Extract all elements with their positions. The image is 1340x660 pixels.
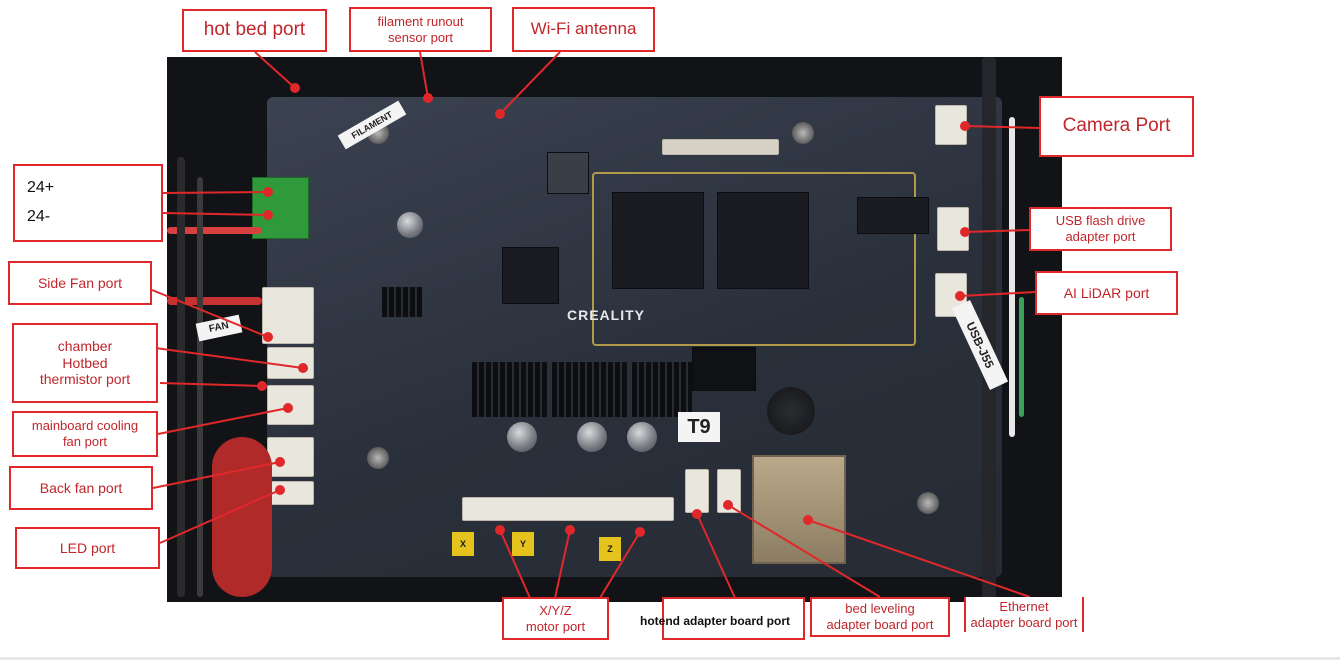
wifi-module <box>547 152 589 194</box>
white-wire <box>1009 117 1015 437</box>
callout-mainboard-fan: mainboard cooling fan port <box>12 411 158 457</box>
callout-hotend-box <box>662 597 805 640</box>
small-heatsink <box>382 287 422 317</box>
callout-xyz-motor: X/Y/Z motor port <box>502 597 609 640</box>
z-axis-tag: Z <box>599 537 621 561</box>
y-axis-tag: Y <box>512 532 534 556</box>
right-cable-bundle <box>982 57 996 602</box>
bed-leveling-connector <box>717 469 741 513</box>
capacitor-2 <box>577 422 607 452</box>
hotend-adapter-label: hotend adapter board port <box>640 614 790 628</box>
callout-hot-bed-port: hot bed port <box>182 9 327 52</box>
red-cable-loop <box>212 437 272 597</box>
callout-side-fan: Side Fan port <box>8 261 152 305</box>
capacitor-3 <box>627 422 657 452</box>
callout-power-terminal: 24+ 24- <box>13 164 163 242</box>
callout-chamber-thermistor: chamber Hotbed thermistor port <box>12 323 158 403</box>
led-connector <box>267 481 314 505</box>
creality-silkscreen: CREALITY <box>567 307 645 323</box>
back-fan-connector <box>267 437 314 477</box>
motor-connectors <box>462 497 674 521</box>
callout-bed-leveling: bed leveling adapter board port <box>810 597 950 637</box>
thermistor-connector <box>267 347 314 379</box>
callout-back-fan: Back fan port <box>9 466 153 510</box>
pcb: CREALITY T9 <box>252 97 1002 577</box>
soc-chip <box>717 192 809 289</box>
ram-chip <box>612 192 704 289</box>
black-cable-bundle <box>177 157 185 597</box>
ethernet-jack <box>752 455 846 564</box>
callout-ethernet: Ethernet adapter board port <box>964 597 1084 632</box>
callout-ai-lidar: AI LiDAR port <box>1035 271 1178 315</box>
pin-header <box>692 347 756 391</box>
driver-heatsink-x <box>472 362 547 417</box>
green-wire <box>1019 297 1024 417</box>
driver-heatsink-z <box>632 362 692 417</box>
capacitor-4 <box>397 212 423 238</box>
callout-filament-runout: filament runout sensor port <box>349 7 492 52</box>
x-axis-tag: X <box>452 532 474 556</box>
callout-led-port: LED port <box>15 527 160 569</box>
buzzer <box>767 387 815 435</box>
callout-usb-flash: USB flash drive adapter port <box>1029 207 1172 251</box>
usb-flash-connector <box>937 207 969 251</box>
driver-heatsink-y <box>552 362 627 417</box>
mcu-chip <box>502 247 559 304</box>
callout-wifi-antenna: Wi-Fi antenna <box>512 7 655 52</box>
flash-chip <box>857 197 929 234</box>
capacitor-1 <box>507 422 537 452</box>
mount-screw-tr <box>792 122 814 144</box>
hotend-connector <box>685 469 709 513</box>
soc-frame <box>592 172 916 346</box>
mainboard-fan-connector <box>267 385 314 425</box>
camera-connector <box>935 105 967 145</box>
callout-camera-port: Camera Port <box>1039 96 1194 157</box>
t9-silkscreen: T9 <box>678 412 720 442</box>
mount-screw-br <box>917 492 939 514</box>
black-cable-bundle-2 <box>197 177 203 597</box>
mainboard-photo: CREALITY T9 <box>167 57 1062 602</box>
red-wire-2 <box>167 227 262 234</box>
side-fan-connector <box>262 287 314 344</box>
ffc-connector <box>662 139 779 155</box>
mount-screw-bl <box>367 447 389 469</box>
bottom-edge <box>0 657 1340 660</box>
